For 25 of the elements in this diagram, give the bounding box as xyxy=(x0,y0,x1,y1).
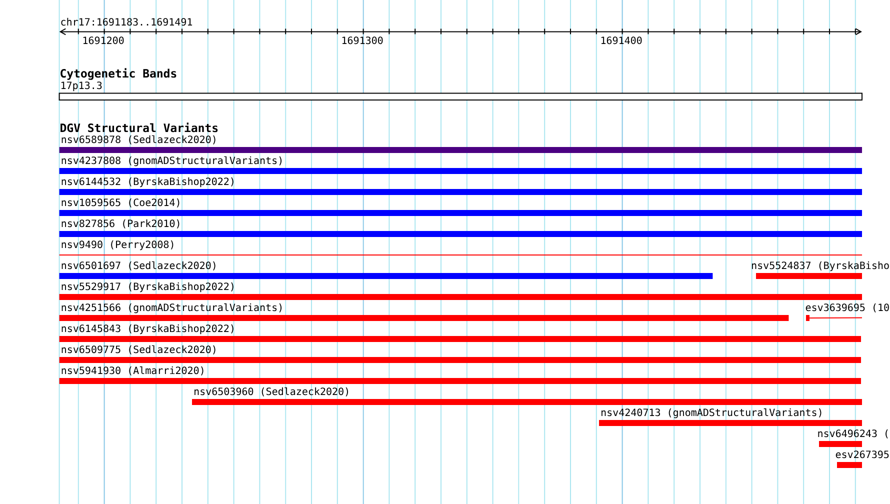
feature-label: nsv4251566 (gnomADStructuralVariants) xyxy=(62,303,282,314)
locus-label: chr17:1691183..1691491 xyxy=(61,18,192,26)
feature-label: nsv4237808 (gnomADStructuralVariants) xyxy=(62,156,282,166)
tick-label: 1691400 xyxy=(601,36,642,44)
tick-label: 1691200 xyxy=(83,36,124,44)
feature-label: nsv827856 (Park2010) xyxy=(62,219,180,228)
track-title: DGV Structural Variants xyxy=(60,122,218,132)
feature-label: nsv5524837 (ByrskaBisho xyxy=(752,261,889,272)
feature-label: nsv5529917 (ByrskaBishop2022) xyxy=(62,282,234,292)
feature-label: nsv6589878 (Sedlazeck2020) xyxy=(62,135,216,144)
feature-label: nsv1059565 (Coe2014) xyxy=(62,198,180,208)
feature-label: nsv5941930 (Almarri2020) xyxy=(62,366,204,376)
feature-label: esv267395 xyxy=(836,450,889,458)
feature-label: nsv6501697 (Sedlazeck2020) xyxy=(62,261,216,270)
feature-label: nsv9490 (Perry2008) xyxy=(62,240,174,250)
track-title: Cytogenetic Bands xyxy=(60,68,176,80)
band-label: 17p13.3 xyxy=(61,82,102,92)
feature-label: nsv6145843 (ByrskaBishop2022) xyxy=(62,324,234,334)
feature-label: nsv6144532 (ByrskaBishop2022) xyxy=(62,177,234,188)
feature-label: nsv6496243 ( xyxy=(818,429,888,438)
feature-label: nsv6509775 (Sedlazeck2020) xyxy=(62,345,216,354)
tick-label: 1691300 xyxy=(342,36,383,44)
feature-label: esv3639695 (10 xyxy=(806,303,889,312)
feature-label: nsv4240713 (gnomADStructuralVariants) xyxy=(602,408,822,418)
feature-label: nsv6503960 (Sedlazeck2020) xyxy=(194,387,348,396)
